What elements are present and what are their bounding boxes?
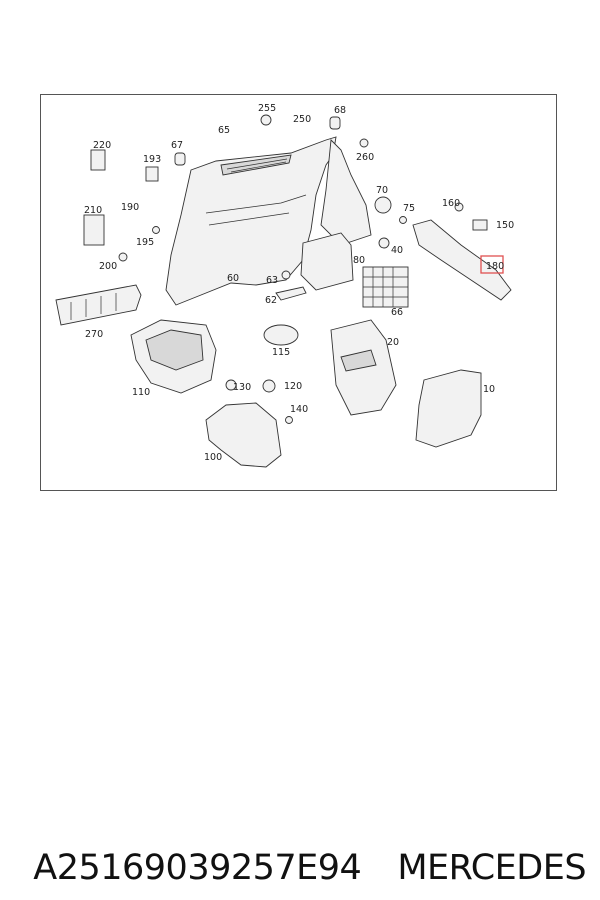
label-180: 180 [486,261,504,272]
clip-255 [260,114,272,126]
label-190: 190 [121,202,139,213]
mounting-bracket-rack [55,284,142,326]
part-number: A25169039257E94 [33,848,362,888]
label-62: 62 [265,295,277,306]
label-193: 193 [143,154,161,165]
sill-trim-rail [412,219,512,301]
label-260: 260 [356,152,374,163]
label-66: 66 [391,307,403,318]
label-10: 10 [483,384,495,395]
trim-piece-62 [275,286,307,301]
screw-140 [285,416,293,424]
label-120: 120 [284,381,302,392]
label-110: 110 [132,387,150,398]
label-115: 115 [272,347,290,358]
screw-260 [359,138,369,148]
label-100: 100 [204,452,222,463]
label-70: 70 [376,185,388,196]
part-caption: A25169039257E94 MERCEDES [12,808,592,888]
bracket-210 [83,214,105,246]
highlight-box-180 [480,255,504,274]
label-65: 65 [218,125,230,136]
label-68: 68 [334,105,346,116]
rear-panel [415,369,482,448]
label-63: 63 [266,275,278,286]
upper-trim-strip [220,154,292,176]
clip-193 [145,166,159,182]
label-80: 80 [353,255,365,266]
screw-75 [399,216,407,224]
wheel-arch-cover [205,402,282,468]
clip-63 [281,270,291,280]
label-250: 250 [293,114,311,125]
label-40: 40 [391,245,403,256]
clip-40 [378,237,390,249]
clip-67 [174,152,186,166]
nut-130 [225,379,237,391]
round-cap [263,324,299,346]
label-140: 140 [290,404,308,415]
label-210: 210 [84,205,102,216]
access-cover [300,232,354,291]
clip-150 [472,219,488,231]
label-220: 220 [93,140,111,151]
screw-120 [262,379,276,393]
label-67: 67 [171,140,183,151]
label-270: 270 [85,329,103,340]
screw-195 [152,226,160,234]
label-150: 150 [496,220,514,231]
clip-68 [329,116,341,130]
screw-200 [118,252,128,262]
label-160: 160 [442,198,460,209]
exploded-view-illustration: 255 68 250 65 220 67 260 193 70 160 210 … [55,103,514,468]
label-130: 130 [233,382,251,393]
label-20: 20 [387,337,399,348]
label-200: 200 [99,261,117,272]
label-60: 60 [227,273,239,284]
label-75: 75 [403,203,415,214]
label-255: 255 [258,103,276,114]
label-195: 195 [136,237,154,248]
clip-220 [90,149,106,171]
screw-160 [454,202,464,212]
parts-diagram: 255 68 250 65 220 67 260 193 70 160 210 … [40,94,557,491]
clip-70 [374,196,392,214]
pillar-trim [320,139,372,246]
brand-name: MERCEDES [397,848,587,888]
